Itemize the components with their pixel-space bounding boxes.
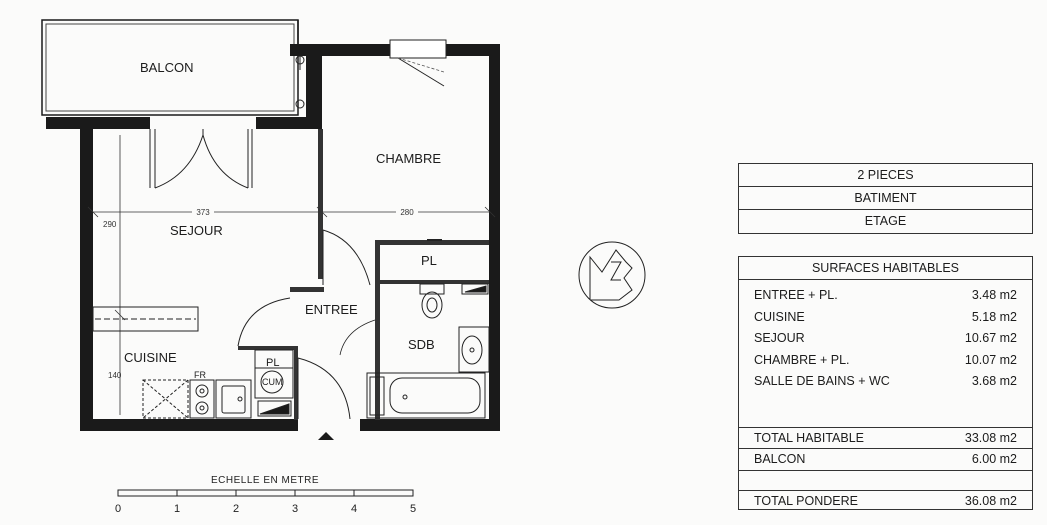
scale-tick: 2: [233, 503, 239, 515]
empty-row: [739, 469, 1032, 490]
surface-label: CHAMBRE + PL.: [754, 352, 850, 367]
sejour-width-label: 373: [196, 208, 210, 217]
scale-tick: 5: [410, 503, 416, 515]
total-pondere-row: TOTAL PONDERE 36.08 m2: [739, 489, 1032, 512]
closet-pl-cum: [254, 349, 294, 417]
dimension-lines: [87, 135, 496, 415]
entrance-arrow: [318, 432, 334, 440]
total-pondere-label: TOTAL PONDERE: [754, 493, 858, 508]
sejour-depth-label: 290: [103, 220, 117, 229]
fridge-label: FR: [194, 370, 206, 380]
balcon-surface-row: BALCON 6.00 m2: [739, 448, 1032, 470]
surfaces-title: SURFACES HABITABLES: [739, 257, 1032, 280]
balcon-surface-value: 6.00 m2: [971, 452, 1017, 466]
closet-pl-label: PL: [266, 357, 279, 369]
surface-row: ENTREE + PL. 3.48 m2: [739, 285, 1032, 307]
balcony: [41, 19, 299, 116]
surface-value: 3.68 m2: [971, 374, 1017, 388]
room-label-pl: PL: [421, 253, 437, 268]
balcon-surface-label: BALCON: [754, 452, 806, 466]
kitchen-appliances: [142, 379, 252, 419]
room-label-cuisine: CUISINE: [124, 350, 177, 365]
room-label-sejour: SEJOUR: [170, 223, 223, 238]
scale-title: ECHELLE EN METRE: [211, 475, 319, 486]
room-label-balcon: BALCON: [140, 60, 193, 75]
info-pieces: 2 PIECES: [739, 164, 1032, 187]
surface-label: SALLE DE BAINS + WC: [754, 374, 890, 388]
room-label-entree: ENTREE: [305, 302, 358, 317]
surface-label: CUISINE: [754, 309, 805, 324]
surface-label: ENTREE + PL.: [754, 288, 838, 302]
surface-row: CUISINE 5.18 m2: [739, 307, 1032, 329]
total-habitable-value: 33.08 m2: [964, 430, 1017, 445]
chambre-width-label: 280: [400, 208, 414, 217]
doors: [237, 229, 376, 420]
cum-label: CUM: [262, 377, 283, 387]
dimension-labels: 373 280 290 140: [103, 207, 418, 380]
surface-row: SALLE DE BAINS + WC 3.68 m2: [739, 371, 1032, 393]
scale-tick: 4: [351, 503, 357, 515]
floor-plan: 373 280 290 140 FR PL: [41, 19, 646, 515]
french-doors: [149, 129, 253, 189]
surface-value: 10.07 m2: [964, 352, 1017, 367]
surface-value: 3.48 m2: [971, 288, 1017, 302]
surfaces-table: SURFACES HABITABLES ENTREE + PL. 3.48 m2…: [738, 256, 1033, 510]
scale-bar: ECHELLE EN METRE 0 1 2 3 4 5: [115, 475, 416, 515]
info-box: 2 PIECES BATIMENT ETAGE: [738, 163, 1033, 234]
cuisine-depth-label: 140: [108, 371, 122, 380]
scale-tick: 0: [115, 503, 121, 515]
surface-label: SEJOUR: [754, 331, 805, 345]
surface-row: CHAMBRE + PL. 10.07 m2: [739, 350, 1032, 372]
window: [295, 39, 447, 109]
room-label-chambre: CHAMBRE: [376, 151, 441, 166]
total-habitable-label: TOTAL HABITABLE: [754, 430, 864, 445]
kitchen-counter: [92, 306, 199, 332]
north-compass-icon: [578, 241, 646, 309]
surface-value: 10.67 m2: [964, 331, 1017, 345]
surface-value: 5.18 m2: [971, 309, 1017, 324]
info-etage: ETAGE: [864, 214, 907, 228]
scale-tick: 1: [174, 503, 180, 515]
surface-row: SEJOUR 10.67 m2: [739, 328, 1032, 350]
bathroom-fixtures: [366, 239, 490, 419]
info-batiment: BATIMENT: [739, 187, 1032, 210]
total-pondere-value: 36.08 m2: [964, 493, 1017, 508]
scale-tick: 3: [292, 503, 298, 515]
room-label-sdb: SDB: [408, 337, 435, 352]
total-habitable-row: TOTAL HABITABLE 33.08 m2: [739, 426, 1032, 449]
walls: [46, 44, 500, 431]
